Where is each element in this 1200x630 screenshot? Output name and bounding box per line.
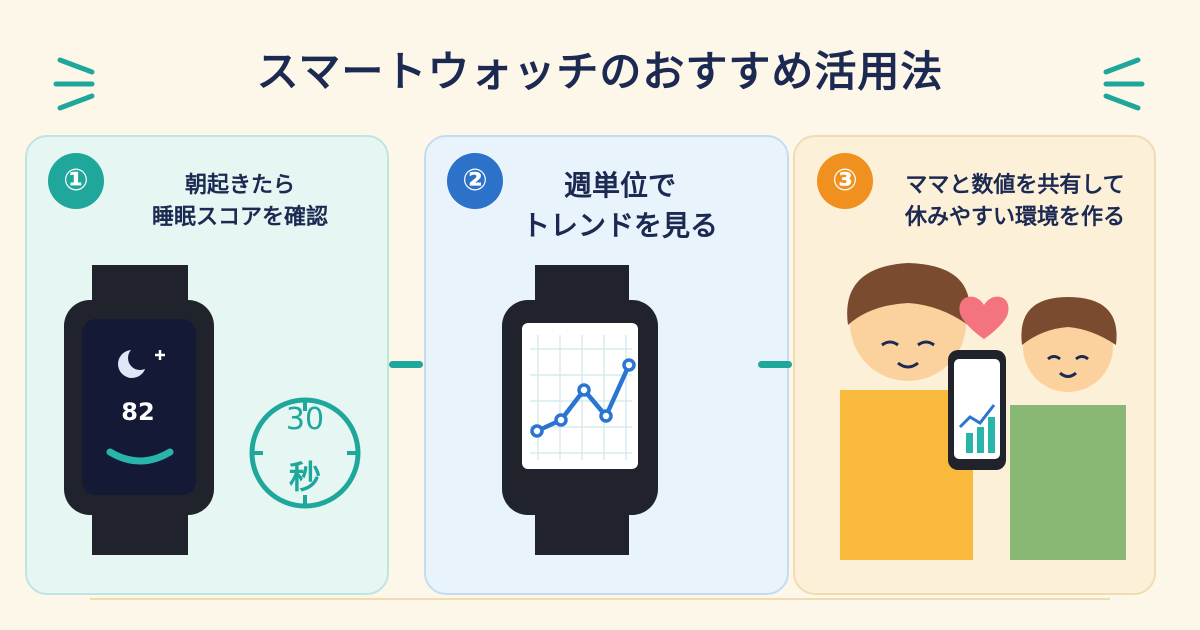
sleep-score-value: 82 bbox=[121, 398, 155, 426]
connector-1-2 bbox=[389, 361, 423, 368]
sleep-arc-icon bbox=[106, 448, 174, 465]
page-title: スマートウォッチのおすすめ活用法 bbox=[256, 47, 944, 96]
parents-sharing-illustration bbox=[840, 263, 1126, 560]
step-text-2: 週単位で トレンドを見る bbox=[521, 169, 718, 242]
sparkle-lines-right-icon bbox=[1103, 57, 1145, 111]
person-right-body bbox=[1010, 405, 1126, 560]
connector-2-3 bbox=[758, 361, 792, 368]
step-number-badge-2: ② bbox=[447, 153, 503, 209]
person-left-hair bbox=[847, 263, 970, 325]
moon-plus-icon bbox=[118, 346, 165, 378]
step-text-3: ママと数値を共有して 休みやすい環境を作る bbox=[904, 173, 1125, 230]
smartwatch-trend-illustration bbox=[502, 265, 658, 555]
step-number-badge-1: ① bbox=[48, 153, 104, 209]
smartwatch-sleep-illustration bbox=[64, 265, 214, 555]
step-number-badge-3: ③ bbox=[817, 153, 873, 209]
sparkle-lines-left-icon bbox=[53, 57, 95, 111]
timer-ring-icon bbox=[249, 397, 361, 509]
heart-icon bbox=[959, 296, 1009, 339]
phone-chart-icon bbox=[958, 404, 996, 429]
baseline-divider bbox=[90, 598, 1110, 600]
timer-seconds-unit: 秒 bbox=[288, 458, 321, 496]
person-right-hair bbox=[1021, 297, 1117, 345]
step-text-1: 朝起きたら 睡眠スコアを確認 bbox=[151, 173, 328, 230]
timer-seconds-value: 30 bbox=[285, 402, 325, 437]
